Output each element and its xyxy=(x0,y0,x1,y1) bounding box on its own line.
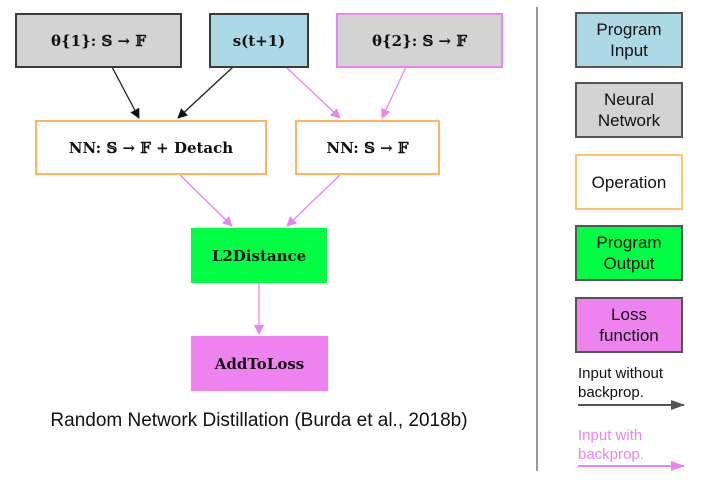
legend-program-output: Program Output xyxy=(575,225,683,281)
edge-state-to-nn-detach xyxy=(177,66,234,119)
node-state-label: s(t+1) xyxy=(232,31,286,50)
node-nn: NN: 𝕊 → 𝔽 xyxy=(295,120,440,175)
legend-operation: Operation xyxy=(575,154,683,210)
node-l2distance: L2Distance xyxy=(191,228,327,283)
node-state: s(t+1) xyxy=(209,13,309,68)
node-l2distance-label: L2Distance xyxy=(211,246,307,265)
node-nn-detach-label: NN: 𝕊 → 𝔽 + Detach xyxy=(68,138,234,157)
node-nn-label: NN: 𝕊 → 𝔽 xyxy=(326,138,409,157)
node-theta1: θ{1}: 𝕊 → 𝔽 xyxy=(15,13,182,68)
node-nn-detach: NN: 𝕊 → 𝔽 + Detach xyxy=(35,120,267,175)
node-theta2-label: θ{2}: 𝕊 → 𝔽 xyxy=(372,31,467,50)
legend-divider xyxy=(536,7,538,471)
edge-state-to-nn xyxy=(285,66,341,119)
node-theta2: θ{2}: 𝕊 → 𝔽 xyxy=(336,13,503,68)
legend-operation-label: Operation xyxy=(591,172,667,192)
legend-program-output-label: Program Output xyxy=(596,233,662,273)
edge-theta1-to-nn-detach xyxy=(111,66,140,119)
legend-program-input-label: Program Input xyxy=(596,20,662,60)
legend-no-backprop-label: Input without backprop. xyxy=(578,365,664,401)
edge-nn-to-l2 xyxy=(286,174,341,227)
edge-nn-detach-to-l2 xyxy=(179,174,233,227)
node-addtoloss: AddToLoss xyxy=(191,336,328,391)
legend-backprop-label: Input with backprop. xyxy=(578,427,644,463)
diagram-caption: Random Network Distillation (Burda et al… xyxy=(50,410,468,431)
legend-program-input: Program Input xyxy=(575,12,683,68)
legend-neural-network: Neural Network xyxy=(575,82,683,138)
legend-loss-function: Loss function xyxy=(575,297,683,353)
node-theta1-label: θ{1}: 𝕊 → 𝔽 xyxy=(51,31,146,50)
legend-neural-network-label: Neural Network xyxy=(597,90,661,130)
edge-theta2-to-nn xyxy=(381,66,407,119)
legend-loss-function-label: Loss function xyxy=(599,305,659,345)
node-addtoloss-label: AddToLoss xyxy=(214,354,305,373)
